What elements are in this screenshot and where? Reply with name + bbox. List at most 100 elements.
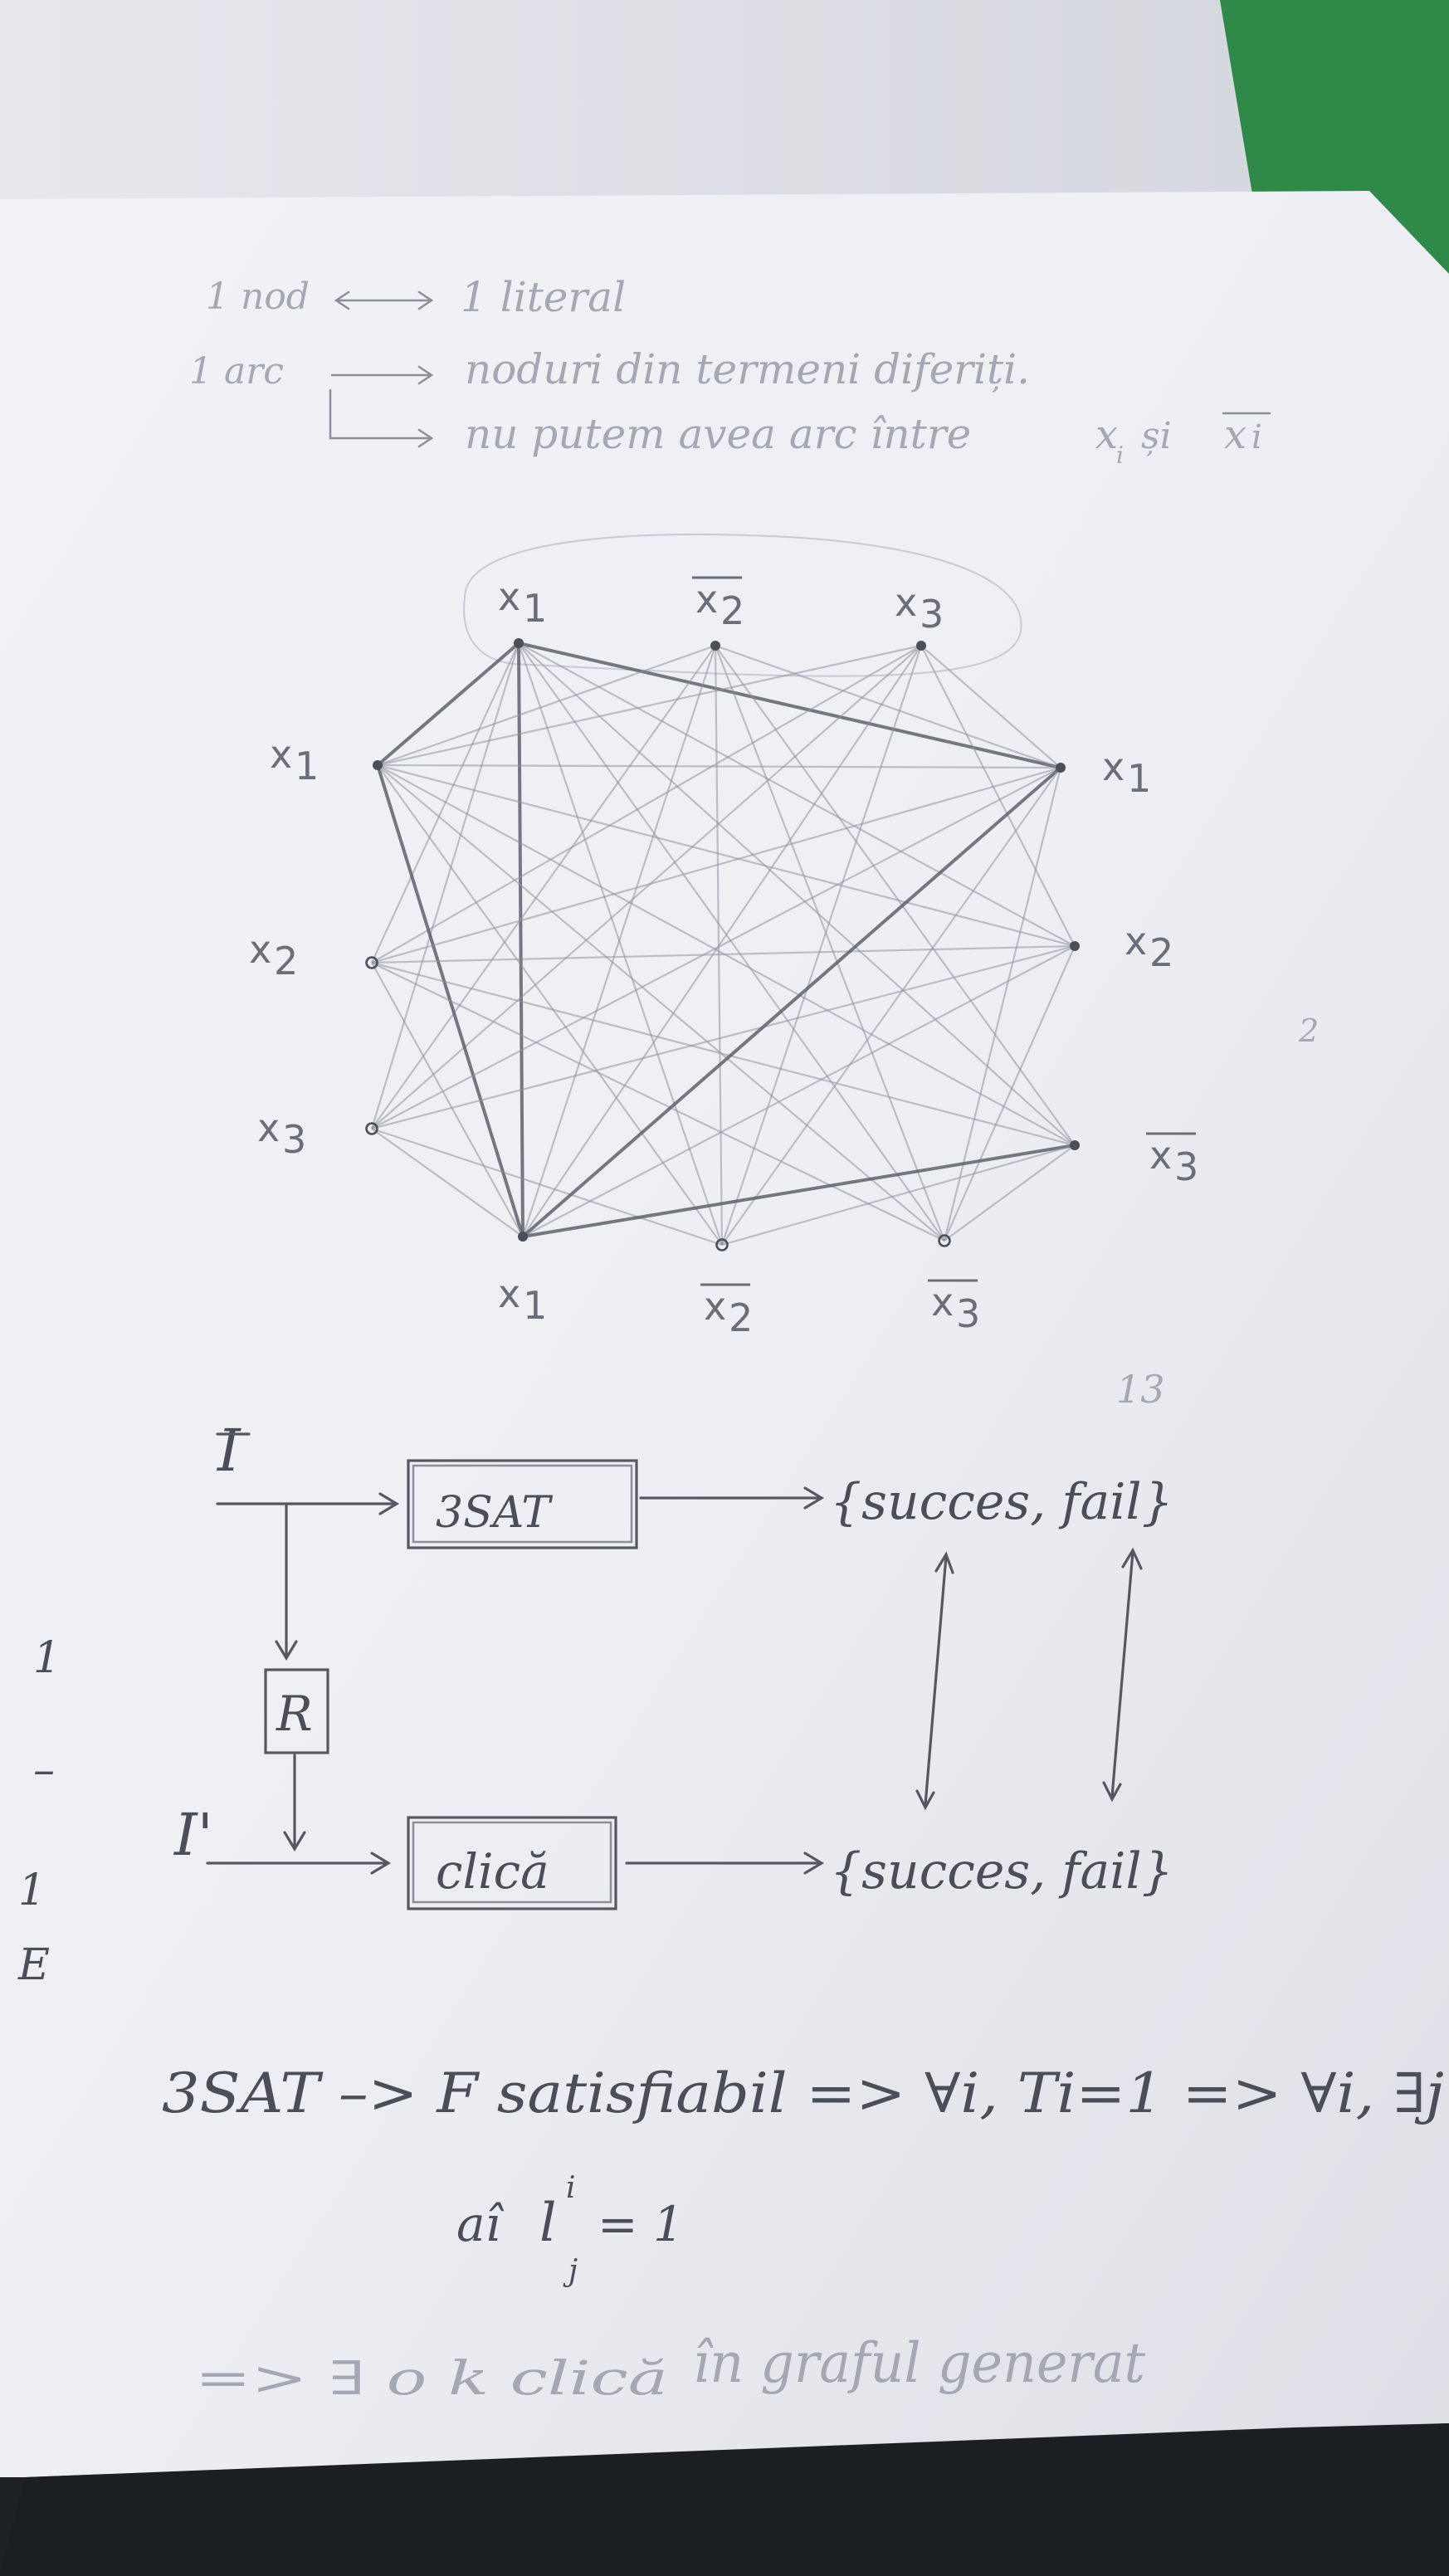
graph-node (710, 641, 720, 651)
graph-edge (377, 644, 716, 767)
graph-edge (371, 944, 1076, 1130)
faint-page-number: 2 (1298, 1012, 1319, 1049)
node-label-sub: 2 (1149, 930, 1173, 975)
output-bottom: {succes, fail} (830, 1842, 1173, 1900)
down-line (275, 1502, 298, 1661)
node-label: x (249, 927, 271, 972)
graph-edge (521, 645, 717, 1237)
node-label-sub: 3 (920, 592, 944, 637)
graph-edge (376, 642, 520, 767)
input-prime-label: I' (173, 1801, 213, 1869)
graph-edge (518, 642, 945, 1242)
node-label: x (270, 732, 292, 777)
graph-edge (371, 962, 524, 1237)
graph-edge (371, 645, 716, 1129)
graph-node (365, 956, 378, 969)
graph-edge (521, 766, 1062, 1238)
graph-edge (721, 1144, 1076, 1247)
graph-node (715, 1238, 729, 1251)
note-arc: 1 arc (189, 350, 284, 393)
input-label: I (216, 1417, 242, 1485)
graph-edge (371, 645, 922, 964)
graph-edge (371, 767, 1061, 1129)
graph-edge (518, 642, 1076, 947)
node-label-sub: 1 (523, 1283, 547, 1328)
top-notes: 1 nod 1 literal 1 arc noduri din termeni… (189, 273, 1271, 469)
graph-edge (371, 1127, 723, 1247)
note-xbar-sub: i (1251, 418, 1262, 456)
graph-edge (377, 644, 922, 767)
note-literal: 1 literal (461, 273, 626, 321)
box-r (264, 1668, 329, 1754)
node-label: x (498, 574, 520, 619)
arrow (330, 365, 434, 385)
graph-edge (943, 767, 1062, 1242)
graph-edge (518, 642, 1076, 1146)
node-label-sub: 3 (956, 1291, 980, 1336)
node-label-sub: 3 (282, 1117, 306, 1162)
node-label: x (1125, 919, 1147, 964)
graph-edge (371, 766, 1061, 964)
graph-edge (943, 945, 1076, 1242)
node-label-sub: 2 (729, 1295, 753, 1340)
box-clica (407, 1816, 617, 1910)
graph-edge (371, 962, 945, 1242)
graph-edge (720, 645, 923, 1246)
graph-edges (370, 642, 1076, 1247)
graph-edge (517, 642, 524, 1237)
graph-edge (714, 645, 946, 1242)
graph-node (938, 1234, 951, 1247)
node-label: x (257, 1105, 280, 1150)
node-label: x (1149, 1133, 1172, 1178)
margin-mark: – (33, 1745, 55, 1795)
reduction-diagram: I 3SAT {succes, fail} R I' clică {succes… (173, 1417, 1173, 1910)
node-label-sub: 2 (274, 939, 298, 983)
conclusion-line1: 3SAT –> F satisfiabil => ∀i, Ti=1 => ∀i,… (162, 2061, 1444, 2125)
graph-edge (371, 944, 1076, 964)
note-nod: 1 nod (206, 276, 310, 318)
conclusion-line2-sup: i (566, 2171, 576, 2205)
graph-edge (522, 645, 922, 1237)
graph-edge (371, 1128, 524, 1237)
node-label: x (895, 580, 917, 625)
node-label: x (704, 1284, 726, 1329)
margin-mark: 1 (33, 1633, 61, 1683)
input-prime-arrow (206, 1852, 392, 1875)
graph-edge (517, 642, 724, 1246)
output-top: {succes, fail} (830, 1473, 1173, 1531)
graph-edge (377, 764, 945, 1242)
note-noduri: noduri din termeni diferiți. (465, 345, 1030, 393)
margin-marks: 1 – 1 E (17, 1633, 61, 1990)
note-xbar: x (1224, 412, 1247, 458)
margin-mark: E (17, 1940, 50, 1990)
branch-arrow (329, 388, 434, 448)
graph-edge (920, 645, 1061, 768)
box-clica-label: clică (436, 1843, 549, 1900)
graph-edge (944, 1144, 1076, 1242)
node-label: x (931, 1280, 954, 1325)
graph-node (916, 641, 926, 651)
graph-node (373, 760, 383, 770)
equiv-arrow-right (1102, 1547, 1143, 1803)
note-nu-putem: nu putem avea arc între (465, 410, 971, 458)
graph-edge (377, 764, 723, 1246)
graph-edge (522, 945, 1076, 1237)
out-arrow-bottom (625, 1852, 825, 1875)
graph-edge (371, 961, 1076, 1147)
node-label: x (498, 1271, 520, 1316)
node-label-sub: 3 (1174, 1144, 1198, 1189)
faint-page-number: 13 (1116, 1367, 1165, 1412)
node-label: x (695, 577, 718, 622)
faint-clique-outline (463, 533, 1022, 677)
node-label-sub: 1 (295, 744, 319, 788)
box-3sat (407, 1459, 638, 1549)
conclusion: 3SAT –> F satisfiabil => ∀i, Ti=1 => ∀i,… (162, 2061, 1444, 2406)
graph-edge (721, 767, 1061, 1246)
graph-edge (518, 642, 1061, 769)
graph-edge (522, 1144, 1076, 1238)
box-3sat-inner (412, 1464, 633, 1544)
margin-mark: 1 (18, 1866, 46, 1915)
